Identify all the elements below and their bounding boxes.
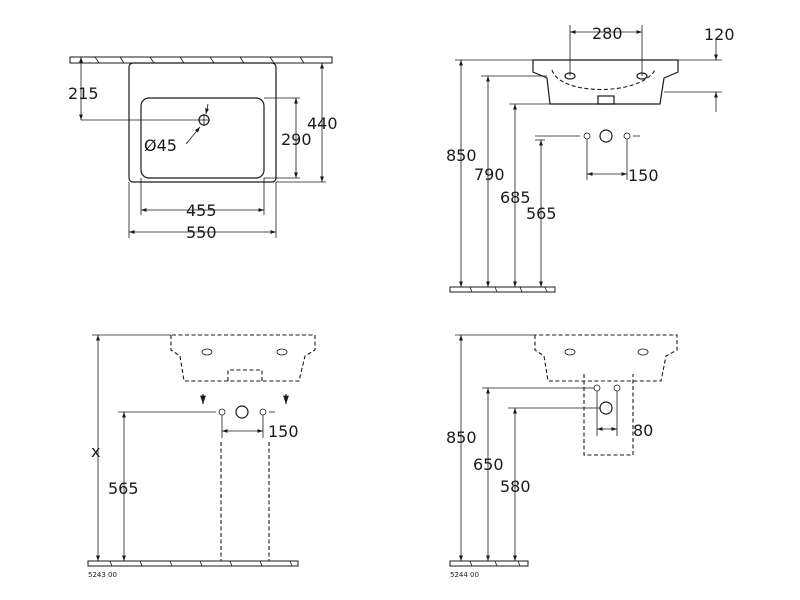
dim-650: 650	[473, 455, 504, 474]
supply-right	[613, 384, 621, 392]
floor-strip	[449, 560, 529, 567]
pedestal-hidden	[220, 442, 270, 561]
dim-440: 440	[307, 114, 338, 133]
bowl-hidden-line	[551, 69, 656, 91]
dim-790: 790	[474, 165, 505, 184]
dim-565-pedestal: 565	[108, 479, 139, 498]
floor-strip	[87, 560, 299, 567]
basin-hidden-outline	[170, 334, 316, 382]
dim-550: 550	[186, 223, 217, 242]
overflow-left	[564, 348, 576, 356]
dim-x: x	[91, 442, 100, 461]
outlet-hidden	[227, 369, 263, 381]
semi-pedestal-hidden	[583, 374, 634, 456]
dim-280: 280	[592, 24, 623, 43]
floor-strip	[449, 286, 556, 293]
dim-565-top: 565	[526, 204, 557, 223]
supply-right	[623, 132, 631, 140]
dim-850-top: 850	[446, 146, 477, 165]
top-view: 215 Ø45 290 440 455 550	[68, 56, 338, 242]
dim-580: 580	[500, 477, 531, 496]
overflow-right	[276, 348, 288, 356]
waste-pipe	[599, 401, 613, 415]
outlet	[597, 95, 615, 105]
wall-strip	[69, 56, 333, 64]
dim-455: 455	[186, 201, 217, 220]
dim-120: 120	[704, 25, 735, 44]
dim-80: 80	[633, 421, 653, 440]
product-code-5243: 5243 00	[88, 571, 117, 579]
dim-290: 290	[281, 130, 312, 149]
bowl-outline	[140, 97, 265, 179]
overflow-right	[637, 348, 649, 356]
dim-tap-diameter: Ø45	[144, 136, 177, 155]
dim-215: 215	[68, 84, 99, 103]
front-view: 280 120 150 850 790 685 565	[446, 24, 735, 293]
dim-150-pedestal: 150	[268, 422, 299, 441]
wall-hatch	[94, 56, 305, 64]
basin-outline	[128, 62, 277, 183]
waste-pipe	[599, 129, 613, 143]
dim-850-bottom: 850	[446, 428, 477, 447]
supply-left	[593, 384, 601, 392]
supply-left	[218, 408, 226, 416]
waste-pipe	[235, 405, 249, 419]
overflow-left	[201, 348, 213, 356]
supply-left	[583, 132, 591, 140]
pedestal-view: 150 x 565 5243 00	[87, 334, 316, 579]
dim-150-top: 150	[628, 166, 659, 185]
product-code-5244: 5244 00	[450, 571, 479, 579]
dim-685: 685	[500, 188, 531, 207]
basin-front-outline	[532, 59, 679, 105]
supply-right	[259, 408, 267, 416]
basin-hidden-outline	[534, 334, 678, 382]
semi-pedestal-view: 80 850 650 580 5244 00	[446, 334, 678, 579]
